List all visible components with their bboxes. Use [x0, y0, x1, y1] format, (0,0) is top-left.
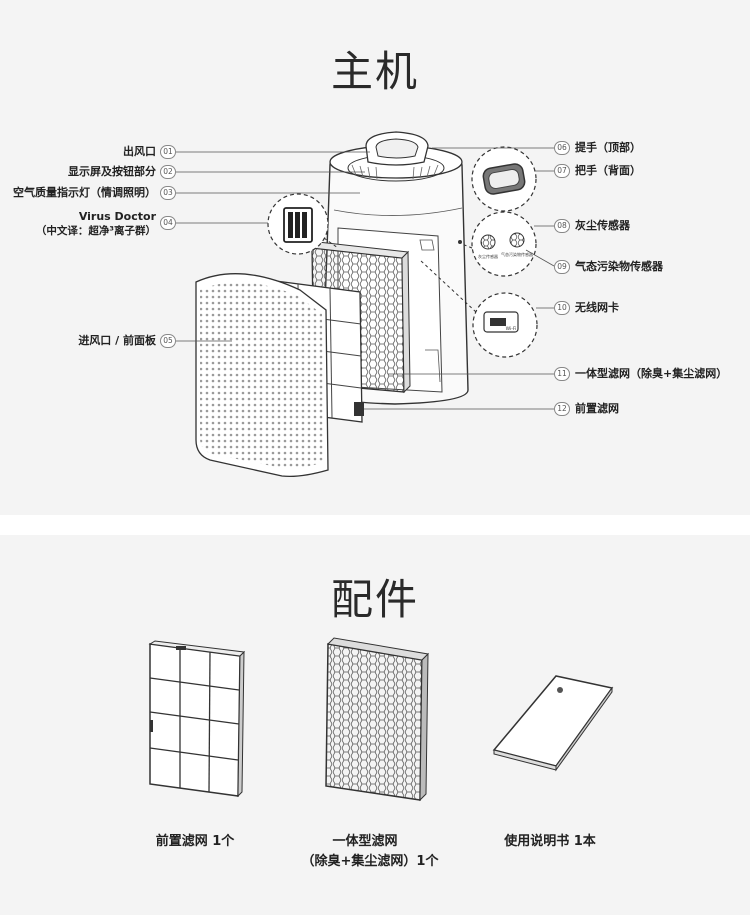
wifi-small-label: Wi-Fi: [506, 326, 517, 332]
part-label-03: 空气质量指示灯（情调照明）: [6, 186, 156, 200]
dust-sensor-small-label: 灰尘传感器: [478, 253, 498, 259]
part-label-08: 灰尘传感器: [575, 219, 630, 233]
part-label-05: 进风口 / 前面板: [20, 334, 156, 348]
part-number-04: 04: [160, 216, 176, 230]
part-number-12: 12: [554, 402, 570, 416]
part-label-09: 气态污染物传感器: [575, 260, 663, 274]
part-label-07: 把手（背面）: [575, 164, 641, 178]
part-number-02: 02: [160, 165, 176, 179]
part-number-03: 03: [160, 186, 176, 200]
accessory-label-pre-filter: 前置滤网 1个: [110, 832, 280, 852]
part-label-12: 前置滤网: [575, 402, 619, 416]
part-number-11: 11: [554, 367, 570, 381]
part-number-06: 06: [554, 141, 570, 155]
part-label-06: 提手（顶部）: [575, 141, 641, 155]
part-label-04: Virus Doctor: [20, 210, 156, 224]
section-divider: [0, 515, 750, 535]
accessory-label-manual: 使用说明书 1本: [470, 832, 630, 852]
part-number-01: 01: [160, 145, 176, 159]
part-number-05: 05: [160, 334, 176, 348]
part-number-09: 09: [554, 260, 570, 274]
part-number-07: 07: [554, 164, 570, 178]
gas-sensor-small-label: 气态污染物传感器: [501, 251, 533, 257]
part-label-04-cn: （中文译：超净³离子群）: [10, 224, 156, 238]
accessories-title: 配件: [0, 566, 750, 627]
part-label-01: 出风口: [20, 145, 156, 159]
purifier-exploded-diagram: 灰尘传感器 气态污染物传感器 Wi-Fi: [0, 0, 750, 515]
part-number-10: 10: [554, 301, 570, 315]
part-label-10: 无线网卡: [575, 301, 619, 315]
front-panel: [196, 274, 328, 477]
part-number-08: 08: [554, 219, 570, 233]
back-handle-zoom: [472, 147, 536, 211]
part-label-02: 显示屏及按钮部分: [20, 165, 156, 179]
accessory-label-integrated-filter: 一体型滤网: [280, 832, 450, 852]
accessory-label-integrated-filter-detail: （除臭+集尘滤网）1个: [280, 852, 460, 872]
sensors-zoom: 灰尘传感器 气态污染物传感器: [462, 212, 536, 276]
part-label-11: 一体型滤网（除臭+集尘滤网）: [575, 367, 727, 381]
